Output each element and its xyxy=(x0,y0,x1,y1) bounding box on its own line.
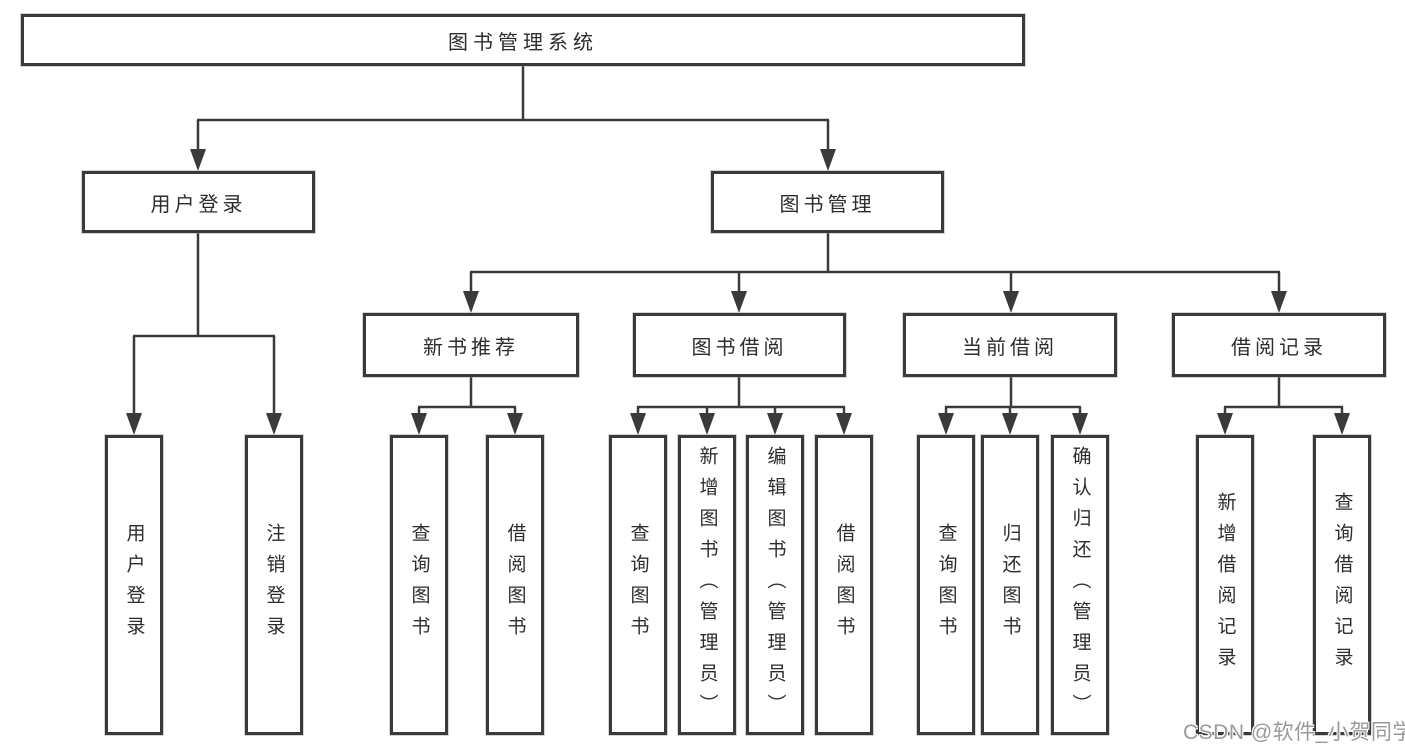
arrowhead xyxy=(507,413,523,435)
arrowhead xyxy=(463,291,479,313)
node-borrow-records: 借阅记录 xyxy=(1172,313,1386,377)
arrowhead xyxy=(1072,413,1088,435)
csdn-watermark: CSDN @软件_小贺同学 xyxy=(1183,721,1405,744)
arrowhead xyxy=(1271,291,1287,313)
node-user-login: 用户登录 xyxy=(82,171,315,233)
arrowhead xyxy=(767,413,783,435)
node-current-borrow: 当前借阅 xyxy=(903,313,1117,377)
node-leaf-return-book: 归还图书 xyxy=(981,435,1039,735)
arrowhead xyxy=(126,413,142,435)
arrowhead xyxy=(190,149,206,171)
arrowhead xyxy=(1003,291,1019,313)
node-leaf-query-borrow-record: 查询借阅记录 xyxy=(1313,435,1371,735)
node-leaf-add-borrow-record: 新增借阅记录 xyxy=(1196,435,1254,735)
arrowhead xyxy=(938,413,954,435)
connector-records-to-children xyxy=(1223,377,1344,421)
node-leaf-add-book-admin: 新增图书（管理员） xyxy=(678,435,736,735)
node-leaf-query-books-1: 查询图书 xyxy=(390,435,448,735)
connector-bookmgmt-to-level3 xyxy=(469,233,1281,298)
node-book-borrow: 图书借阅 xyxy=(633,313,846,377)
node-book-management: 图书管理 xyxy=(711,171,944,233)
node-leaf-user-login: 用户登录 xyxy=(105,435,163,735)
arrowhead xyxy=(411,413,427,435)
node-leaf-edit-book-admin: 编辑图书（管理员） xyxy=(746,435,804,735)
node-new-book-recommend: 新书推荐 xyxy=(363,313,579,377)
connector-newrec-to-children xyxy=(417,377,517,421)
connector-root-to-level2 xyxy=(196,66,830,155)
arrowhead xyxy=(731,291,747,313)
node-leaf-borrow-books-2: 借阅图书 xyxy=(815,435,873,735)
arrowhead xyxy=(699,413,715,435)
arrowhead xyxy=(820,149,836,171)
node-leaf-confirm-return-admin: 确认归还（管理员） xyxy=(1051,435,1109,735)
connector-borrow-to-children xyxy=(636,377,846,421)
arrowhead xyxy=(1334,413,1350,435)
node-leaf-borrow-books-1: 借阅图书 xyxy=(486,435,544,735)
arrowhead xyxy=(836,413,852,435)
node-system-root: 图书管理系统 xyxy=(21,14,1025,66)
node-leaf-query-books-2: 查询图书 xyxy=(609,435,667,735)
arrowhead xyxy=(1217,413,1233,435)
arrowhead xyxy=(630,413,646,435)
node-leaf-query-books-3: 查询图书 xyxy=(917,435,975,735)
arrowhead xyxy=(266,413,282,435)
connector-userlogin-to-children xyxy=(132,233,276,421)
connector-current-to-children xyxy=(944,377,1082,421)
arrowhead xyxy=(1002,413,1018,435)
node-leaf-logout: 注销登录 xyxy=(245,435,303,735)
